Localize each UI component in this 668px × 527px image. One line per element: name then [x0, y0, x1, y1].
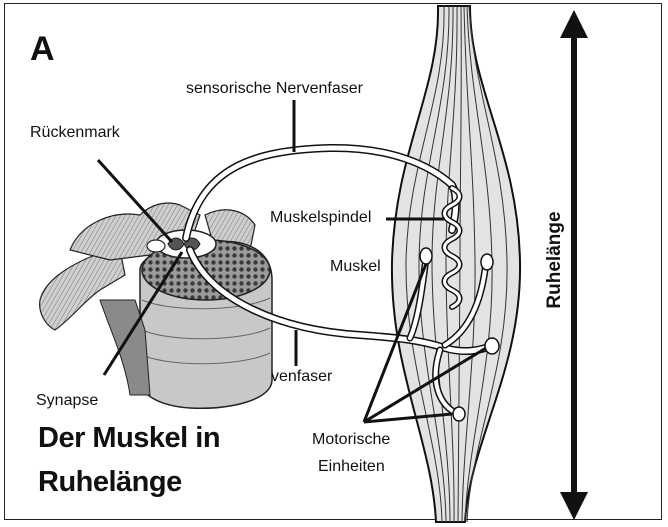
label-muscle-spindle: Muskelspindel [270, 209, 371, 227]
label-sensory-nerve-fiber: sensorische Nervenfaser [186, 80, 363, 98]
label-motor-units-line1: Motorische [312, 431, 390, 449]
label-resting-length-vertical: Ruhelänge [544, 211, 566, 308]
title-line-1: Der Muskel in [38, 422, 220, 455]
title-line-2: Ruhelänge [38, 466, 182, 499]
label-spinal-cord: Rückenmark [30, 124, 120, 142]
panel-letter: A [30, 30, 55, 69]
label-motor-fiber: venfaser [271, 368, 332, 386]
muscle-belly [392, 6, 520, 522]
label-synapse: Synapse [36, 392, 98, 410]
arrow-up-head [560, 10, 588, 38]
label-muscle: Muskel [330, 258, 381, 276]
label-motor-units-line2: Einheiten [318, 458, 385, 476]
arrow-down-head [560, 492, 588, 520]
